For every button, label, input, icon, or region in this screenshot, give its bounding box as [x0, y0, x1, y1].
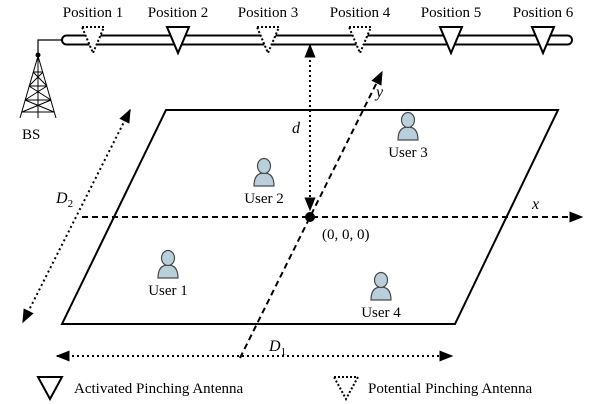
- user-label: User 4: [361, 305, 401, 321]
- waveguide: [61, 34, 573, 46]
- user-icon: [370, 271, 392, 301]
- user-icon: [397, 111, 419, 141]
- user-label: User 2: [244, 191, 284, 207]
- legend-potential-label: Potential Pinching Antenna: [368, 381, 532, 397]
- user-group: User 1 User 2 User 3 User 4: [148, 111, 428, 321]
- x-axis-label: x: [531, 196, 539, 213]
- d1-label: D1: [268, 338, 286, 358]
- activated-antenna-icon: [36, 376, 64, 402]
- antenna-row: Position 1 Position 2 Position 3 Position 4…: [63, 5, 574, 56]
- origin-point: [305, 212, 315, 222]
- potential-antenna-icon: [332, 376, 360, 402]
- d2-label: D2: [55, 190, 73, 210]
- potential-antenna-icon: [347, 26, 373, 56]
- user-1: User 1: [148, 249, 188, 299]
- y-axis-label: y: [374, 84, 384, 101]
- activated-antenna-icon: [530, 26, 556, 56]
- user-3: User 3: [388, 111, 428, 161]
- bs-tower-icon: [19, 52, 57, 119]
- user-label: User 1: [148, 283, 188, 299]
- activated-antenna-icon: [165, 26, 191, 56]
- potential-antenna-icon: [80, 26, 106, 56]
- user-icon: [157, 249, 179, 279]
- bs-label: BS: [22, 127, 40, 143]
- legend: Activated Pinching Antenna Potential Pin…: [36, 376, 532, 402]
- position-label-2: Position 2: [148, 5, 208, 21]
- position-label-4: Position 4: [330, 5, 391, 21]
- origin-label: (0, 0, 0): [322, 227, 370, 243]
- user-2: User 2: [244, 157, 284, 207]
- user-icon: [253, 157, 275, 187]
- potential-antenna-icon: [255, 26, 281, 56]
- height-label: d: [292, 120, 301, 137]
- bs-feed-line: [37, 39, 62, 62]
- position-label-6: Position 6: [513, 5, 574, 21]
- position-label-5: Position 5: [421, 5, 481, 21]
- legend-activated-label: Activated Pinching Antenna: [74, 381, 243, 397]
- position-label-1: Position 1: [63, 5, 123, 21]
- user-4: User 4: [361, 271, 401, 321]
- user-label: User 3: [388, 145, 428, 161]
- activated-antenna-icon: [438, 26, 464, 56]
- y-axis: [239, 70, 383, 359]
- position-label-3: Position 3: [238, 5, 298, 21]
